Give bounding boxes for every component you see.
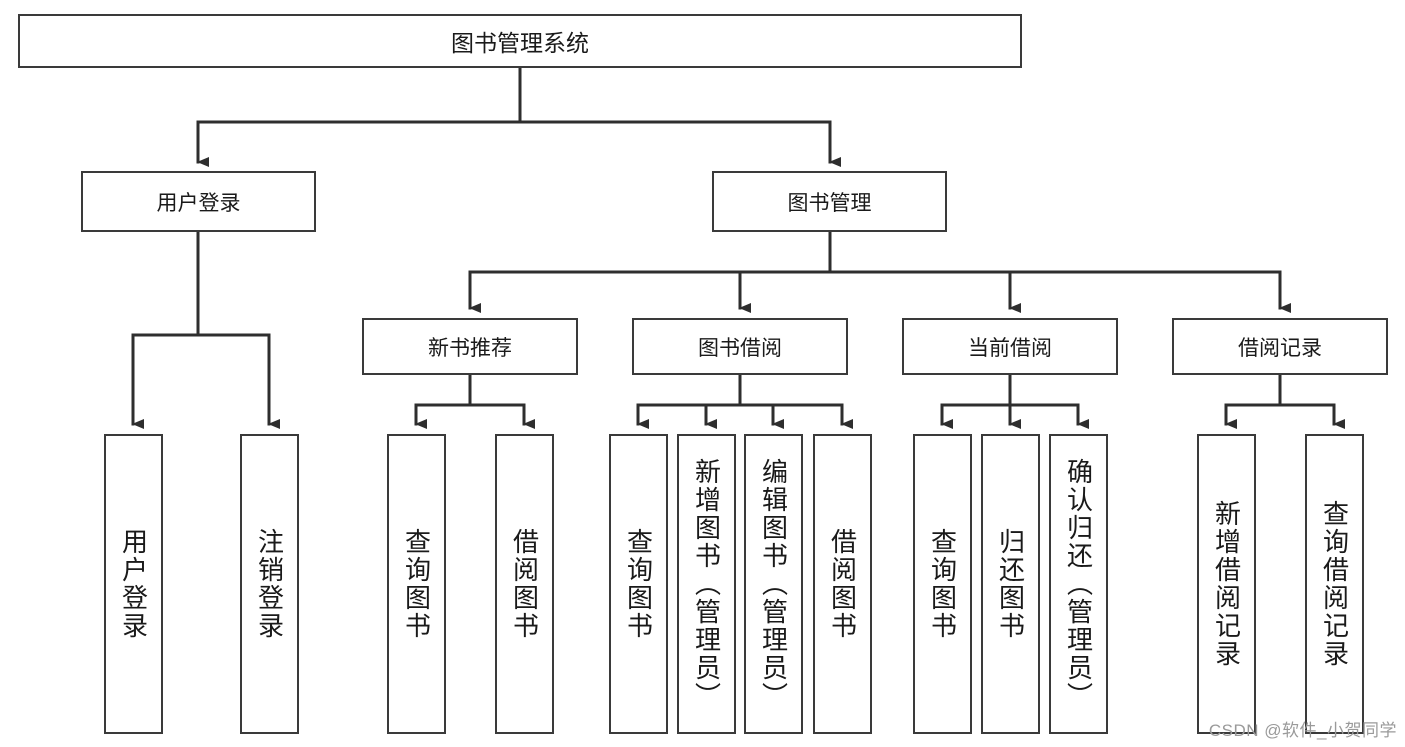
leaf-label: 借阅图书 [509,528,540,640]
node-book-management[interactable]: 图书管理 [712,171,947,232]
leaf-confirm-return-admin[interactable]: 确认归还（管理员） [1049,434,1108,734]
leaf-label: 确认归还（管理员） [1063,458,1094,710]
node-user-login[interactable]: 用户登录 [81,171,316,232]
leaf-label: 注销登录 [254,528,285,640]
node-root[interactable]: 图书管理系统 [18,14,1022,68]
leaf-query-borrow-record[interactable]: 查询借阅记录 [1305,434,1364,734]
leaf-add-borrow-record[interactable]: 新增借阅记录 [1197,434,1256,734]
leaf-label: 查询图书 [401,528,432,640]
leaf-label: 借阅图书 [827,528,858,640]
leaf-login[interactable]: 用户登录 [104,434,163,734]
leaf-query-book-2[interactable]: 查询图书 [609,434,668,734]
leaf-add-book-admin[interactable]: 新增图书（管理员） [677,434,736,734]
leaf-return-book[interactable]: 归还图书 [981,434,1040,734]
leaf-label: 新增借阅记录 [1211,500,1242,668]
node-current-borrow[interactable]: 当前借阅 [902,318,1118,375]
leaf-label: 归还图书 [995,528,1026,640]
leaf-query-book-1[interactable]: 查询图书 [387,434,446,734]
node-book-borrow[interactable]: 图书借阅 [632,318,848,375]
leaf-label: 用户登录 [118,528,149,640]
leaf-logout[interactable]: 注销登录 [240,434,299,734]
leaf-borrow-book-2[interactable]: 借阅图书 [813,434,872,734]
leaf-borrow-book-1[interactable]: 借阅图书 [495,434,554,734]
leaf-label: 新增图书（管理员） [691,458,722,710]
leaf-edit-book-admin[interactable]: 编辑图书（管理员） [744,434,803,734]
leaf-label: 查询图书 [927,528,958,640]
leaf-label: 查询图书 [623,528,654,640]
leaf-label: 查询借阅记录 [1319,500,1350,668]
leaf-query-book-3[interactable]: 查询图书 [913,434,972,734]
node-new-book-recommend[interactable]: 新书推荐 [362,318,578,375]
leaf-label: 编辑图书（管理员） [758,458,789,710]
node-borrow-record[interactable]: 借阅记录 [1172,318,1388,375]
